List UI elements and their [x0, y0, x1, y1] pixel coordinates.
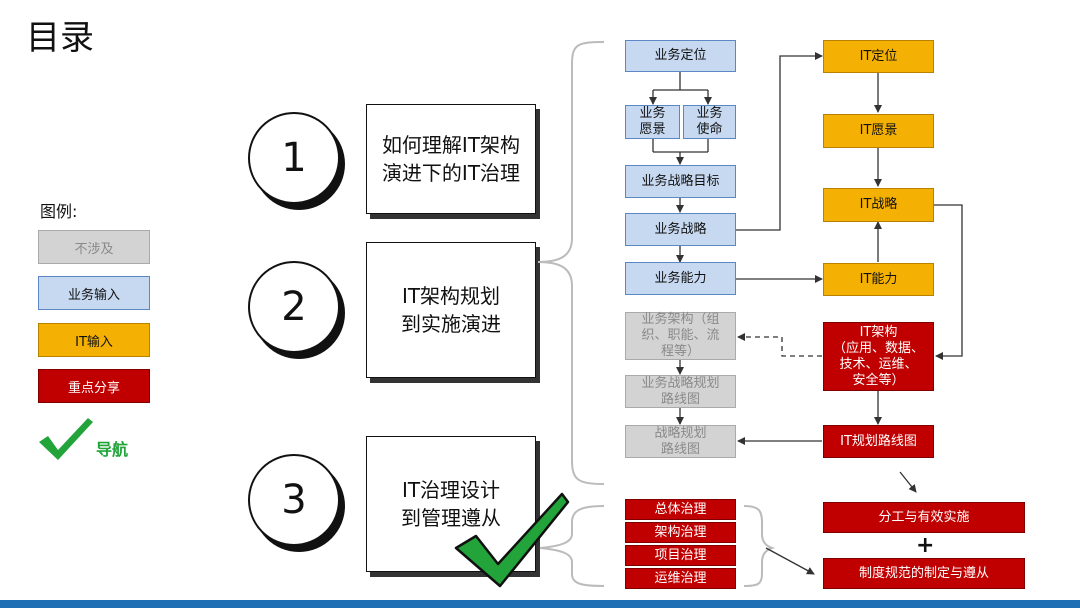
node-it-roadmap: IT规划路线图	[823, 425, 934, 458]
node-business-capability: 业务能力	[625, 262, 736, 295]
node-business-strategy: 业务战略	[625, 213, 736, 246]
node-business-architecture: 业务架构（组 织、职能、流 程等）	[625, 312, 736, 360]
plus-sign: +	[916, 533, 935, 558]
nav-checkmark-icon	[39, 418, 93, 460]
section-2-title[interactable]: IT架构规划 到实施演进	[366, 242, 536, 378]
legend-business-input: 业务输入	[38, 276, 150, 310]
legend-key-share: 重点分享	[38, 369, 150, 403]
node-strategy-planning-roadmap: 战略规划 路线图	[625, 425, 736, 458]
node-governance-operations: 运维治理	[625, 568, 736, 589]
big-checkmark-icon	[454, 492, 570, 588]
section-2-number[interactable]: 2	[248, 261, 340, 353]
node-governance-overall: 总体治理	[625, 499, 736, 520]
section-3-title[interactable]: IT治理设计 到管理遵从	[366, 436, 536, 572]
node-it-strategy: IT战略	[823, 188, 934, 222]
section-1-title[interactable]: 如何理解IT架构 演进下的IT治理	[366, 104, 536, 214]
footer-bar	[0, 600, 1080, 608]
legend-it-input: IT输入	[38, 323, 150, 357]
page-title: 目录	[26, 18, 94, 58]
node-it-capability: IT能力	[823, 263, 934, 296]
section-1-number[interactable]: 1	[248, 112, 340, 204]
brace-governance	[743, 505, 776, 587]
node-policy-compliance: 制度规范的制定与遵从	[823, 558, 1025, 589]
node-governance-architecture: 架构治理	[625, 522, 736, 543]
node-business-vision: 业务 愿景	[625, 105, 680, 139]
node-division-implementation: 分工与有效实施	[823, 502, 1025, 533]
brace-section-3	[539, 505, 605, 587]
node-it-positioning: IT定位	[823, 40, 934, 73]
node-business-strategy-roadmap: 业务战略规划 路线图	[625, 375, 736, 408]
node-it-architecture: IT架构 （应用、数据、 技术、运维、 安全等）	[823, 322, 934, 391]
legend-nav-label: 导航	[96, 440, 129, 459]
node-business-positioning: 业务定位	[625, 40, 736, 72]
node-business-strategic-goals: 业务战略目标	[625, 165, 736, 198]
node-business-mission: 业务 使命	[683, 105, 736, 139]
section-3-number[interactable]: 3	[248, 454, 340, 546]
legend-title: 图例:	[40, 202, 78, 221]
legend-not-involved: 不涉及	[38, 230, 150, 264]
brace-sections-1-2	[537, 41, 605, 485]
node-governance-project: 项目治理	[625, 545, 736, 566]
node-it-vision: IT愿景	[823, 114, 934, 148]
